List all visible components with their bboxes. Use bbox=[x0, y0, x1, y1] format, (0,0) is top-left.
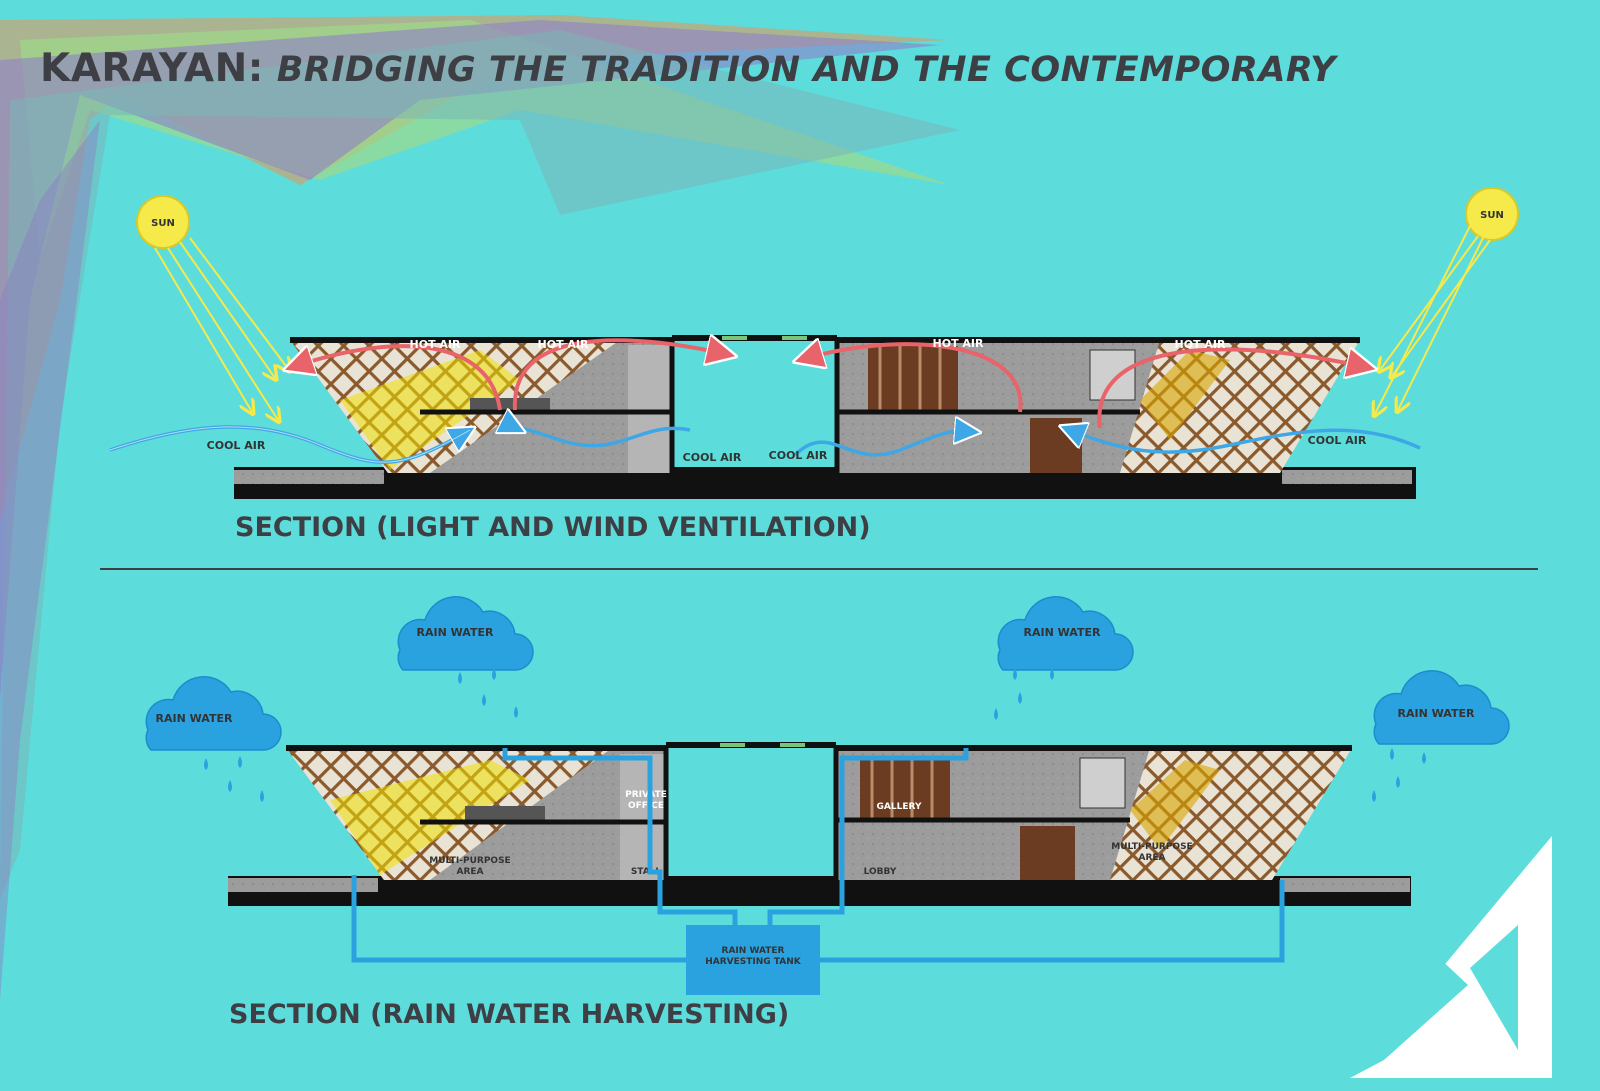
room-multipurpose-right-2: AREA bbox=[1138, 853, 1165, 863]
room-lobby: LOBBY bbox=[864, 867, 897, 877]
sun-rays bbox=[154, 225, 1491, 420]
cloud-icon bbox=[997, 596, 1134, 671]
cool-air-label-1: COOL AIR bbox=[207, 439, 266, 452]
rain-cloud-3: RAIN WATER bbox=[997, 596, 1134, 671]
room-stall: STALL bbox=[631, 867, 662, 877]
title-main: KARAYAN: bbox=[40, 46, 264, 91]
room-multipurpose-left-2: AREA bbox=[456, 867, 483, 877]
room-private-office-1: PRIVATE bbox=[625, 790, 667, 800]
tank-label-line1: RAIN WATER bbox=[722, 946, 785, 956]
tank-label-line2: HARVESTING TANK bbox=[705, 957, 802, 967]
cloud-icon bbox=[1373, 670, 1510, 745]
hot-air-label-4: HOT AIR bbox=[1175, 338, 1226, 351]
room-multipurpose-right-1: MULTI-PURPOSE bbox=[1111, 842, 1192, 852]
caption-rainwater: SECTION (RAIN WATER HARVESTING) bbox=[229, 999, 790, 1030]
room-gallery: GALLERY bbox=[877, 802, 922, 812]
raindrops bbox=[204, 668, 1426, 802]
section-ventilation: SUN SUN HOT AIR HOT AIR HOT AIR HOT AIR bbox=[109, 187, 1519, 499]
hot-air-arrows bbox=[290, 340, 1370, 429]
rain-cloud-1: RAIN WATER bbox=[397, 596, 534, 671]
cool-air-label-2: COOL AIR bbox=[683, 451, 742, 464]
logo-mark bbox=[1350, 836, 1552, 1078]
sun-icon-left bbox=[136, 195, 190, 249]
rain-label-4: RAIN WATER bbox=[1398, 707, 1475, 720]
sun-icon-right bbox=[1465, 187, 1519, 241]
sun-label-left: SUN bbox=[151, 218, 175, 229]
hot-air-label-3: HOT AIR bbox=[933, 337, 984, 350]
rain-label-1: RAIN WATER bbox=[417, 626, 494, 639]
cool-air-label-4: COOL AIR bbox=[1308, 434, 1367, 447]
section-rainwater: PRIVATE OFFICE GALLERY MULTI-PURPOSE ARE… bbox=[145, 596, 1510, 995]
cloud-icon bbox=[145, 676, 282, 751]
page-title: KARAYAN: BRIDGING THE TRADITION AND THE … bbox=[40, 46, 1336, 91]
title-sub: BRIDGING THE TRADITION AND THE CONTEMPOR… bbox=[276, 50, 1337, 90]
rain-label-3: RAIN WATER bbox=[1024, 626, 1101, 639]
harvesting-tank bbox=[686, 925, 820, 995]
rain-cloud-4: RAIN WATER bbox=[1373, 670, 1510, 745]
rain-label-2: RAIN WATER bbox=[156, 712, 233, 725]
room-private-office-2: OFFICE bbox=[628, 801, 664, 811]
cloud-icon bbox=[397, 596, 534, 671]
hot-air-label-1: HOT AIR bbox=[410, 338, 461, 351]
hot-air-label-2: HOT AIR bbox=[538, 338, 589, 351]
rain-cloud-2: RAIN WATER bbox=[145, 676, 282, 751]
caption-ventilation: SECTION (LIGHT AND WIND VENTILATION) bbox=[235, 512, 871, 543]
room-multipurpose-left-1: MULTI-PURPOSE bbox=[429, 856, 510, 866]
water-pipes bbox=[351, 748, 1285, 963]
cool-air-label-3: COOL AIR bbox=[769, 449, 828, 462]
sun-label-right: SUN bbox=[1480, 210, 1504, 221]
decorative-ribbons bbox=[0, 15, 960, 1000]
ground-slab-2 bbox=[228, 876, 1411, 906]
